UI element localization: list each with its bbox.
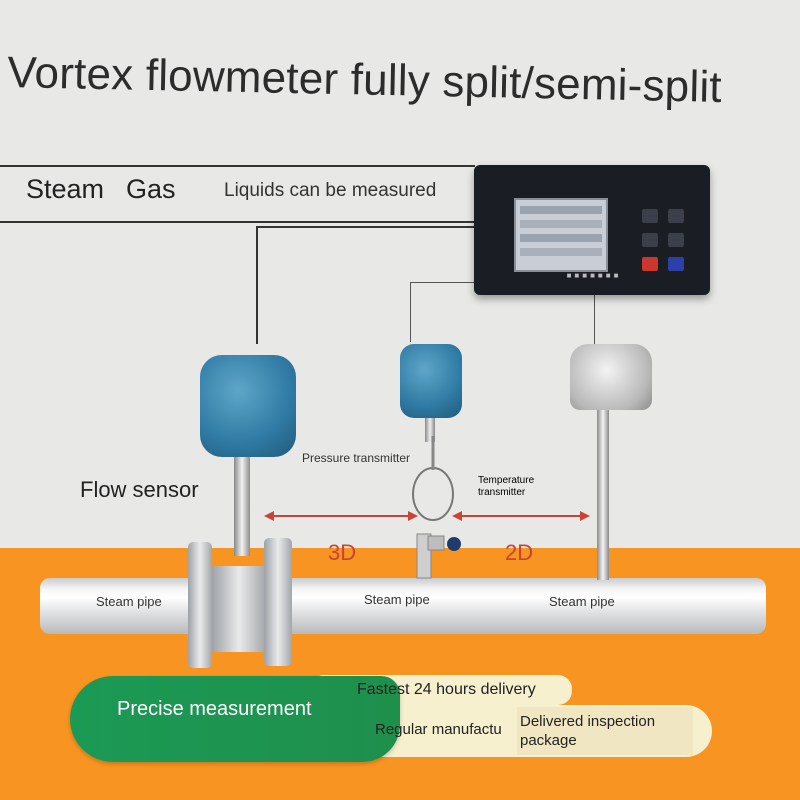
wire-pressure-vertical (410, 282, 411, 342)
wire-temp-vertical (594, 288, 595, 348)
page-title: Vortex flowmeter fully split/semi-split (6, 48, 723, 112)
display-key-icon (668, 209, 684, 223)
dimension-2d-label: 2D (505, 540, 534, 565)
pipe-label-1: Steam pipe (96, 594, 162, 609)
media-steam-label: Steam (26, 174, 105, 204)
badge-green (70, 676, 400, 762)
display-key-red-icon (642, 257, 658, 271)
valve-icon (447, 537, 461, 551)
temperature-transmitter-icon (570, 344, 652, 410)
flow-sensor-label: Flow sensor (80, 477, 199, 502)
wire-flow-vertical (256, 226, 258, 344)
wire-flow-horizontal (256, 226, 478, 228)
steam-pipe (40, 578, 766, 634)
flange-right-icon (264, 538, 292, 666)
flange-body-icon (212, 566, 266, 652)
badge-inner (517, 707, 693, 755)
temperature-transmitter-stem (597, 408, 609, 580)
media-note-label: Liquids can be measured (224, 180, 437, 201)
badge-inspection-text: Delivered inspection package (520, 713, 656, 749)
badge-precise-measurement: Precise measurement (117, 698, 312, 720)
pipe-label-3: Steam pipe (549, 594, 615, 609)
media-gas-label: Gas (126, 174, 176, 204)
pressure-siphon-icon (412, 436, 461, 579)
vortex-flow-sensor-icon (200, 355, 296, 457)
flow-sensor-stem (234, 450, 250, 556)
divider-top (0, 165, 475, 167)
divider-bottom (0, 221, 475, 223)
dimension-3d-label: 3D (328, 540, 357, 565)
dimension-arrows (264, 511, 590, 521)
badge-regular-text: Regular manufactu (375, 721, 502, 738)
display-caption: ■■■■■■■ (566, 271, 622, 280)
display-instrument-icon: ■■■■■■■ (474, 165, 710, 295)
pressure-transmitter-stem (425, 416, 435, 442)
pipe-label-2: Steam pipe (364, 592, 430, 607)
display-screen (514, 198, 608, 272)
display-key-blue-icon (668, 257, 684, 271)
badge-delivery-text: Fastest 24 hours delivery (357, 681, 536, 698)
flange-left-icon (188, 542, 212, 668)
wire-pressure-horizontal (410, 282, 476, 283)
temperature-transmitter-label: Temperature transmitter (478, 475, 535, 498)
pressure-transmitter-icon (400, 344, 462, 418)
display-key-icon (642, 233, 658, 247)
pressure-transmitter-label: Pressure transmitter (302, 451, 411, 465)
display-key-icon (668, 233, 684, 247)
display-key-icon (642, 209, 658, 223)
